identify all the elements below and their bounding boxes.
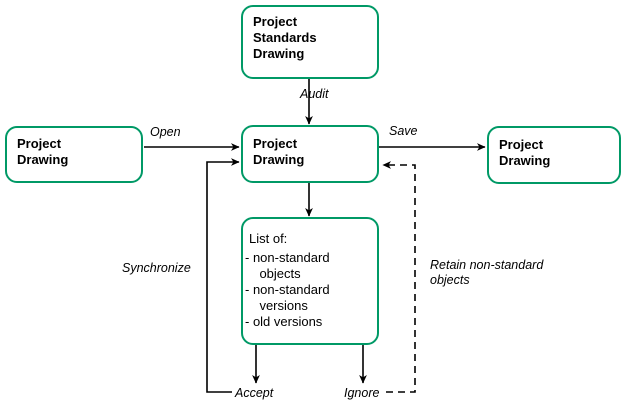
node-project-drawing-center-label: Project Drawing [253, 136, 305, 167]
edge-label-audit: Audit [300, 87, 329, 101]
edge-label-retain-non-standard-objects: Retain non-standard objects [430, 258, 544, 287]
node-project-drawing-right[interactable] [487, 126, 621, 184]
edge-label-open: Open [150, 125, 181, 139]
list-item: - non-standard objects [245, 250, 330, 281]
list-item: - non-standard versions [245, 282, 330, 313]
node-project-standards-drawing-label: Project Standards Drawing [253, 14, 317, 61]
edge-label-synchronize: Synchronize [122, 261, 191, 275]
edge-label-save: Save [389, 124, 418, 138]
connector-synchronize [206, 158, 240, 393]
connector-retain [382, 161, 416, 393]
node-project-drawing-left[interactable] [5, 126, 143, 183]
edge-label-ignore: Ignore [344, 386, 380, 400]
node-project-drawing-left-label: Project Drawing [17, 136, 69, 167]
edge-label-accept: Accept [235, 386, 274, 400]
node-list-of-issues[interactable] [241, 217, 379, 345]
node-project-drawing-center[interactable] [241, 125, 379, 183]
list-heading: List of: [249, 231, 288, 246]
list-item: - old versions [245, 314, 323, 329]
node-project-drawing-right-label: Project Drawing [499, 137, 551, 168]
node-project-standards-drawing[interactable] [241, 5, 379, 79]
